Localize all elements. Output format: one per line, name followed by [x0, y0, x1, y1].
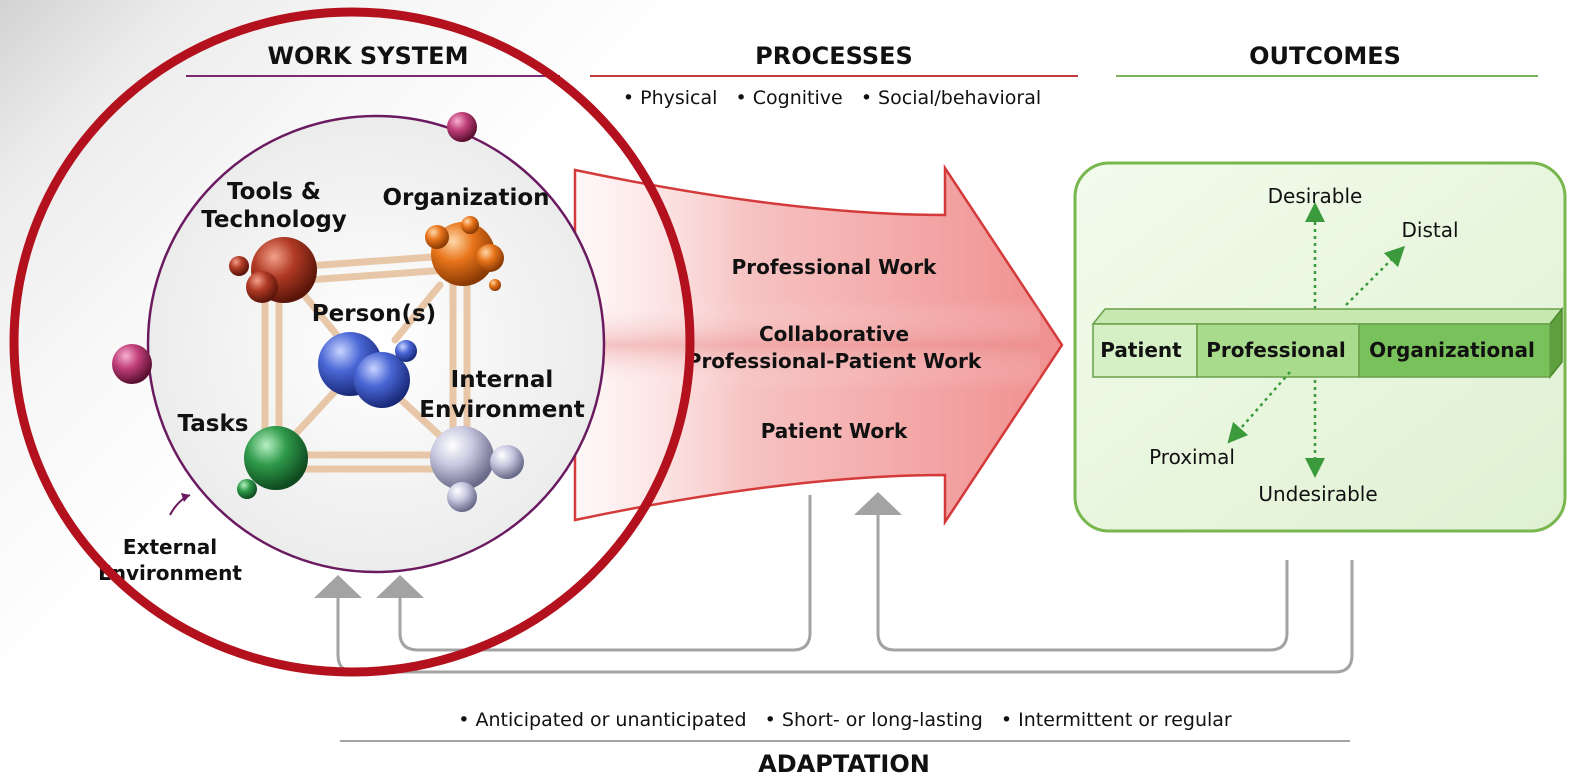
desirable-label: Desirable	[1268, 184, 1363, 208]
collaborative-label-line1: Collaborative	[759, 322, 909, 346]
adaptation-feedback-lines	[336, 495, 1354, 674]
collaborative-label-line2: Professional-Patient Work	[687, 349, 982, 373]
professional-work-label: Professional Work	[732, 255, 937, 279]
proximal-axis	[1227, 371, 1291, 444]
persons-label: Person(s)	[312, 301, 436, 327]
persons-sphere	[318, 332, 417, 408]
outcome-bar-top	[1091, 308, 1564, 325]
internal-label-line1: Internal	[451, 367, 554, 393]
outcome-bar-organizational	[1358, 323, 1551, 378]
patient-work-label: Patient Work	[761, 419, 908, 443]
tools-label-line1: Tools &	[227, 179, 321, 205]
outcome-organizational-label: Organizational	[1369, 338, 1535, 362]
organization-sphere	[425, 216, 504, 291]
tasks-sphere	[237, 426, 308, 499]
outcome-patient-label: Patient	[1100, 338, 1182, 362]
internal-label-line2: Environment	[419, 397, 584, 423]
external-environment-pointer-head	[181, 493, 190, 502]
distal-label: Distal	[1401, 218, 1458, 242]
highlight-circle	[9, 7, 695, 677]
tools-label-line2: Technology	[201, 207, 347, 233]
tasks-label: Tasks	[178, 411, 249, 437]
work-system-header: WORK SYSTEM	[268, 42, 469, 70]
outcome-professional-label: Professional	[1206, 338, 1346, 362]
external-label-line1: External	[123, 535, 217, 559]
external-environment-sphere-left	[112, 344, 152, 384]
organization-label: Organization	[382, 185, 549, 211]
processes-header: PROCESSES	[755, 42, 913, 70]
process-arrow-band	[600, 300, 1040, 390]
feedback-arrowhead-1	[314, 575, 362, 598]
tools-technology-sphere	[229, 237, 317, 303]
adaptation-bullets: • Anticipated or unanticipated • Short- …	[458, 709, 1232, 731]
outcome-bar-patient	[1092, 323, 1198, 378]
adaptation-header: ADAPTATION	[758, 750, 930, 778]
undesirable-label: Undesirable	[1258, 482, 1377, 506]
internal-environment-sphere	[430, 426, 524, 512]
external-environment-sphere-top	[447, 112, 477, 142]
processes-bullets: • Physical • Cognitive • Social/behavior…	[623, 87, 1041, 109]
distal-axis	[1345, 245, 1406, 306]
proximal-label: Proximal	[1149, 445, 1235, 469]
outcomes-header: OUTCOMES	[1249, 42, 1401, 70]
feedback-arrowhead-2	[376, 575, 424, 598]
feedback-arrowhead-3	[854, 492, 902, 515]
